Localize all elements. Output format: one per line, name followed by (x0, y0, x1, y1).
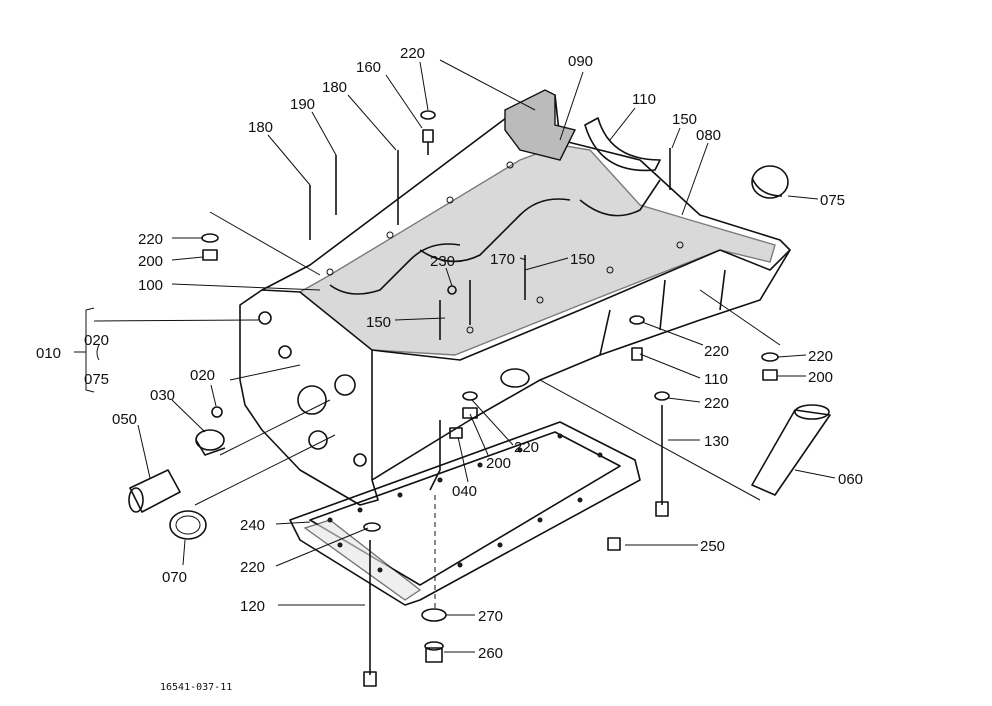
label-200-r: 200 (808, 369, 833, 386)
bearing-shell (584, 117, 661, 172)
label-270: 270 (478, 608, 503, 625)
leader-lines (74, 59, 836, 653)
pipe-060 (751, 404, 831, 496)
label-070: 070 (162, 569, 187, 586)
long-bolt-120 (363, 540, 377, 687)
label-180-a: 180 (322, 79, 347, 96)
label-100: 100 (138, 277, 163, 294)
label-220-r1: 220 (704, 343, 729, 360)
label-160: 160 (356, 59, 381, 76)
label-080: 080 (696, 127, 721, 144)
long-bolt-130 (655, 405, 669, 517)
plug-070 (169, 510, 207, 540)
label-075-right: 075 (820, 192, 845, 209)
label-075-bracket: 075 (84, 371, 109, 388)
label-150-mid: 150 (570, 251, 595, 268)
label-220-bl: 220 (240, 559, 265, 576)
label-230: 230 (430, 253, 455, 270)
label-130: 130 (704, 433, 729, 450)
label-220-r2: 220 (808, 348, 833, 365)
bushing-030 (195, 429, 226, 456)
label-030: 030 (150, 387, 175, 404)
label-040: 040 (452, 483, 477, 500)
nuts-washers (201, 110, 779, 663)
plug-075 (751, 165, 789, 199)
part-labels: 220 160 090 110 180 190 180 150 080 075 … (36, 45, 863, 693)
label-150-top: 150 (672, 111, 697, 128)
label-200-c: 200 (486, 455, 511, 472)
label-240: 240 (240, 517, 265, 534)
label-110-top: 110 (632, 91, 656, 108)
bushing-050 (128, 469, 181, 513)
label-180-b: 180 (248, 119, 273, 136)
label-220-left: 220 (138, 231, 163, 248)
label-090: 090 (568, 53, 593, 70)
label-220-r3: 220 (704, 395, 729, 412)
label-120: 120 (240, 598, 265, 615)
label-260: 260 (478, 645, 503, 662)
label-190: 190 (290, 96, 315, 113)
label-020-bracket: 020 (84, 332, 109, 349)
label-200-left: 200 (138, 253, 163, 270)
label-110-r: 110 (704, 371, 728, 388)
drawing-number: 16541-037-11 (160, 682, 232, 693)
oil-pan (289, 421, 641, 610)
plug-020 (211, 406, 223, 418)
label-020: 020 (190, 367, 215, 384)
studs (309, 148, 671, 340)
label-060: 060 (838, 471, 863, 488)
label-250: 250 (700, 538, 725, 555)
main-bearing-cap (504, 89, 577, 161)
label-220-top: 220 (400, 45, 425, 62)
label-220-c: 220 (514, 439, 539, 456)
label-150-low: 150 (366, 314, 391, 331)
label-050: 050 (112, 411, 137, 428)
label-010: 010 (36, 345, 61, 362)
label-170: 170 (490, 251, 515, 268)
